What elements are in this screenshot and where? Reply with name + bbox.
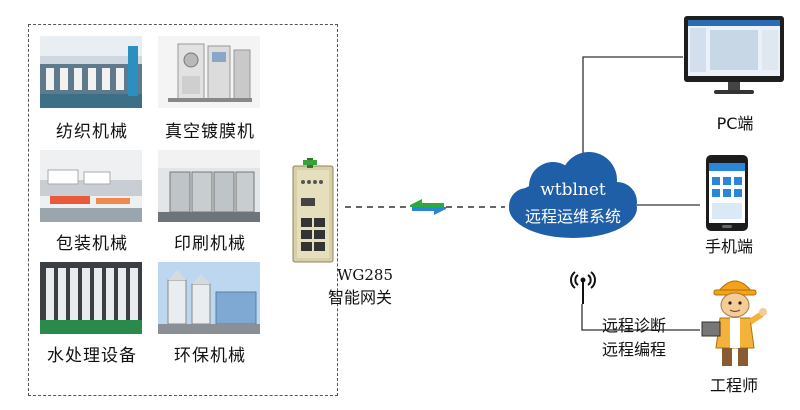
- pc-monitor-icon: [684, 16, 784, 94]
- gateway-device-icon: [292, 158, 334, 263]
- engineer-icon: [701, 280, 767, 366]
- machine-label-packaging: 包装机械: [56, 234, 128, 254]
- water-treatment-photo: [40, 262, 142, 334]
- machine-group-box: [28, 24, 338, 396]
- vacuum-coating-photo: [158, 36, 260, 108]
- remote-programming-label: 远程编程: [601, 340, 666, 359]
- packaging-machine-photo: [40, 150, 142, 222]
- pc-label: PC端: [716, 114, 754, 133]
- remote-diagnosis-label: 远程诊断: [601, 316, 666, 335]
- bidirectional-arrow-icon: [410, 199, 446, 215]
- machine-label-printing: 印刷机械: [174, 234, 246, 254]
- environmental-machine-photo: [158, 262, 260, 334]
- mobile-phone-icon: [706, 155, 748, 231]
- gateway-name: 智能网关: [327, 288, 392, 307]
- mobile-label: 手机端: [704, 237, 753, 256]
- textile-machine-photo: [40, 36, 142, 108]
- engineer-label: 工程师: [709, 376, 758, 395]
- machine-label-vacuum: 真空镀膜机: [165, 122, 255, 142]
- cloud-subtitle: 远程运维系统: [524, 207, 621, 226]
- cloud-icon: [509, 152, 637, 238]
- machine-label-textile: 纺织机械: [56, 122, 128, 142]
- engineer-link: [581, 304, 700, 331]
- machine-label-environmental: 环保机械: [174, 346, 246, 366]
- pc-link: [582, 56, 683, 175]
- antenna-icon: [570, 271, 596, 304]
- cloud-title: wtblnet: [540, 180, 606, 200]
- printing-machine-photo: [158, 150, 260, 222]
- machine-label-water: 水处理设备: [47, 346, 137, 366]
- gateway-model: WG285: [336, 266, 394, 284]
